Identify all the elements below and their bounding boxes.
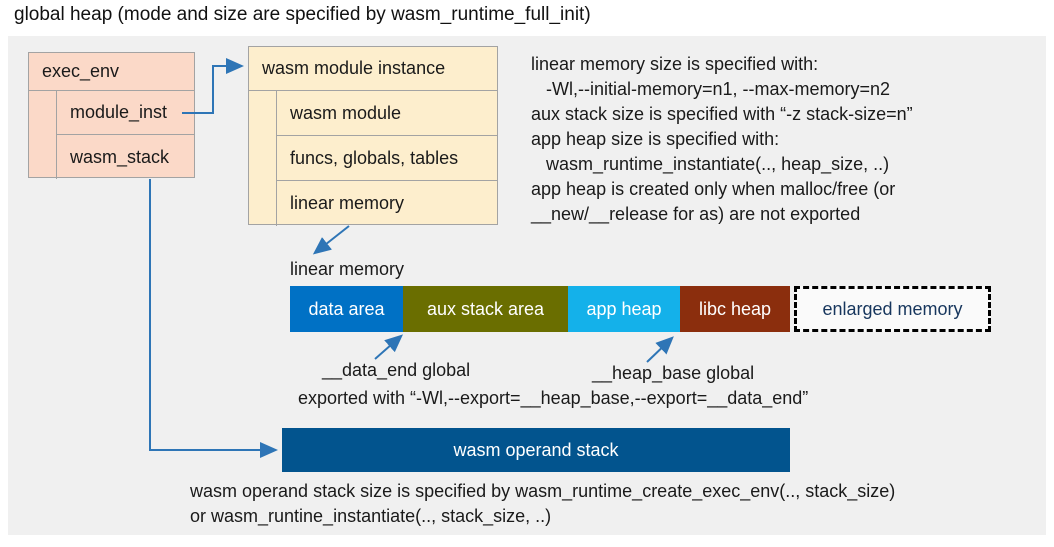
segment-data-area: data area [290, 286, 403, 332]
note-line: __new/__release for as) are not exported [531, 204, 861, 224]
module-instance-row-linear-memory: linear memory [276, 181, 497, 226]
linear-memory-notes: linear memory size is specified with: -W… [531, 52, 1036, 227]
module-instance-row-wasm-module: wasm module [276, 91, 497, 136]
module-instance-header: wasm module instance [249, 47, 497, 91]
note-line: linear memory size is specified with: [531, 54, 819, 74]
linear-memory-label: linear memory [290, 259, 405, 279]
module-instance-box: wasm module instance wasm module funcs, … [248, 46, 498, 226]
note-line: wasm_runtime_instantiate(.., heap_size, … [531, 154, 890, 174]
wasm-operand-stack-bar: wasm operand stack [282, 428, 790, 472]
operand-stack-notes: wasm operand stack size is specified by … [190, 479, 1040, 529]
note-line: aux stack size is specified with “-z sta… [531, 104, 913, 124]
module-instance-row-funcs-globals-tables: funcs, globals, tables [276, 136, 497, 181]
segment-enlarged-memory: enlarged memory [794, 286, 991, 332]
exec-env-header: exec_env [29, 53, 194, 91]
segment-aux-stack-area: aux stack area [403, 286, 568, 332]
note-line: or wasm_runtine_instantiate(.., stack_si… [190, 506, 552, 526]
note-line: wasm operand stack size is specified by … [190, 481, 896, 501]
note-line: -Wl,--initial-memory=n1, --max-memory=n2 [531, 79, 891, 99]
exec-env-row-module-inst: module_inst [56, 91, 194, 135]
segment-libc-heap: libc heap [680, 286, 790, 332]
diagram-title: global heap (mode and size are specified… [14, 4, 591, 25]
data-end-global-label: __data_end global [322, 360, 471, 380]
exec-env-box: exec_env module_inst wasm_stack [28, 52, 195, 179]
export-flags-label: exported with “-Wl,--export=__heap_base,… [298, 388, 809, 408]
linear-memory-bar: data area aux stack area app heap libc h… [290, 286, 991, 332]
exec-env-row-wasm-stack: wasm_stack [56, 135, 194, 179]
heap-base-global-label: __heap_base global [592, 363, 755, 383]
segment-app-heap: app heap [568, 286, 680, 332]
note-line: app heap size is specified with: [531, 129, 780, 149]
note-line: app heap is created only when malloc/fre… [531, 179, 896, 199]
